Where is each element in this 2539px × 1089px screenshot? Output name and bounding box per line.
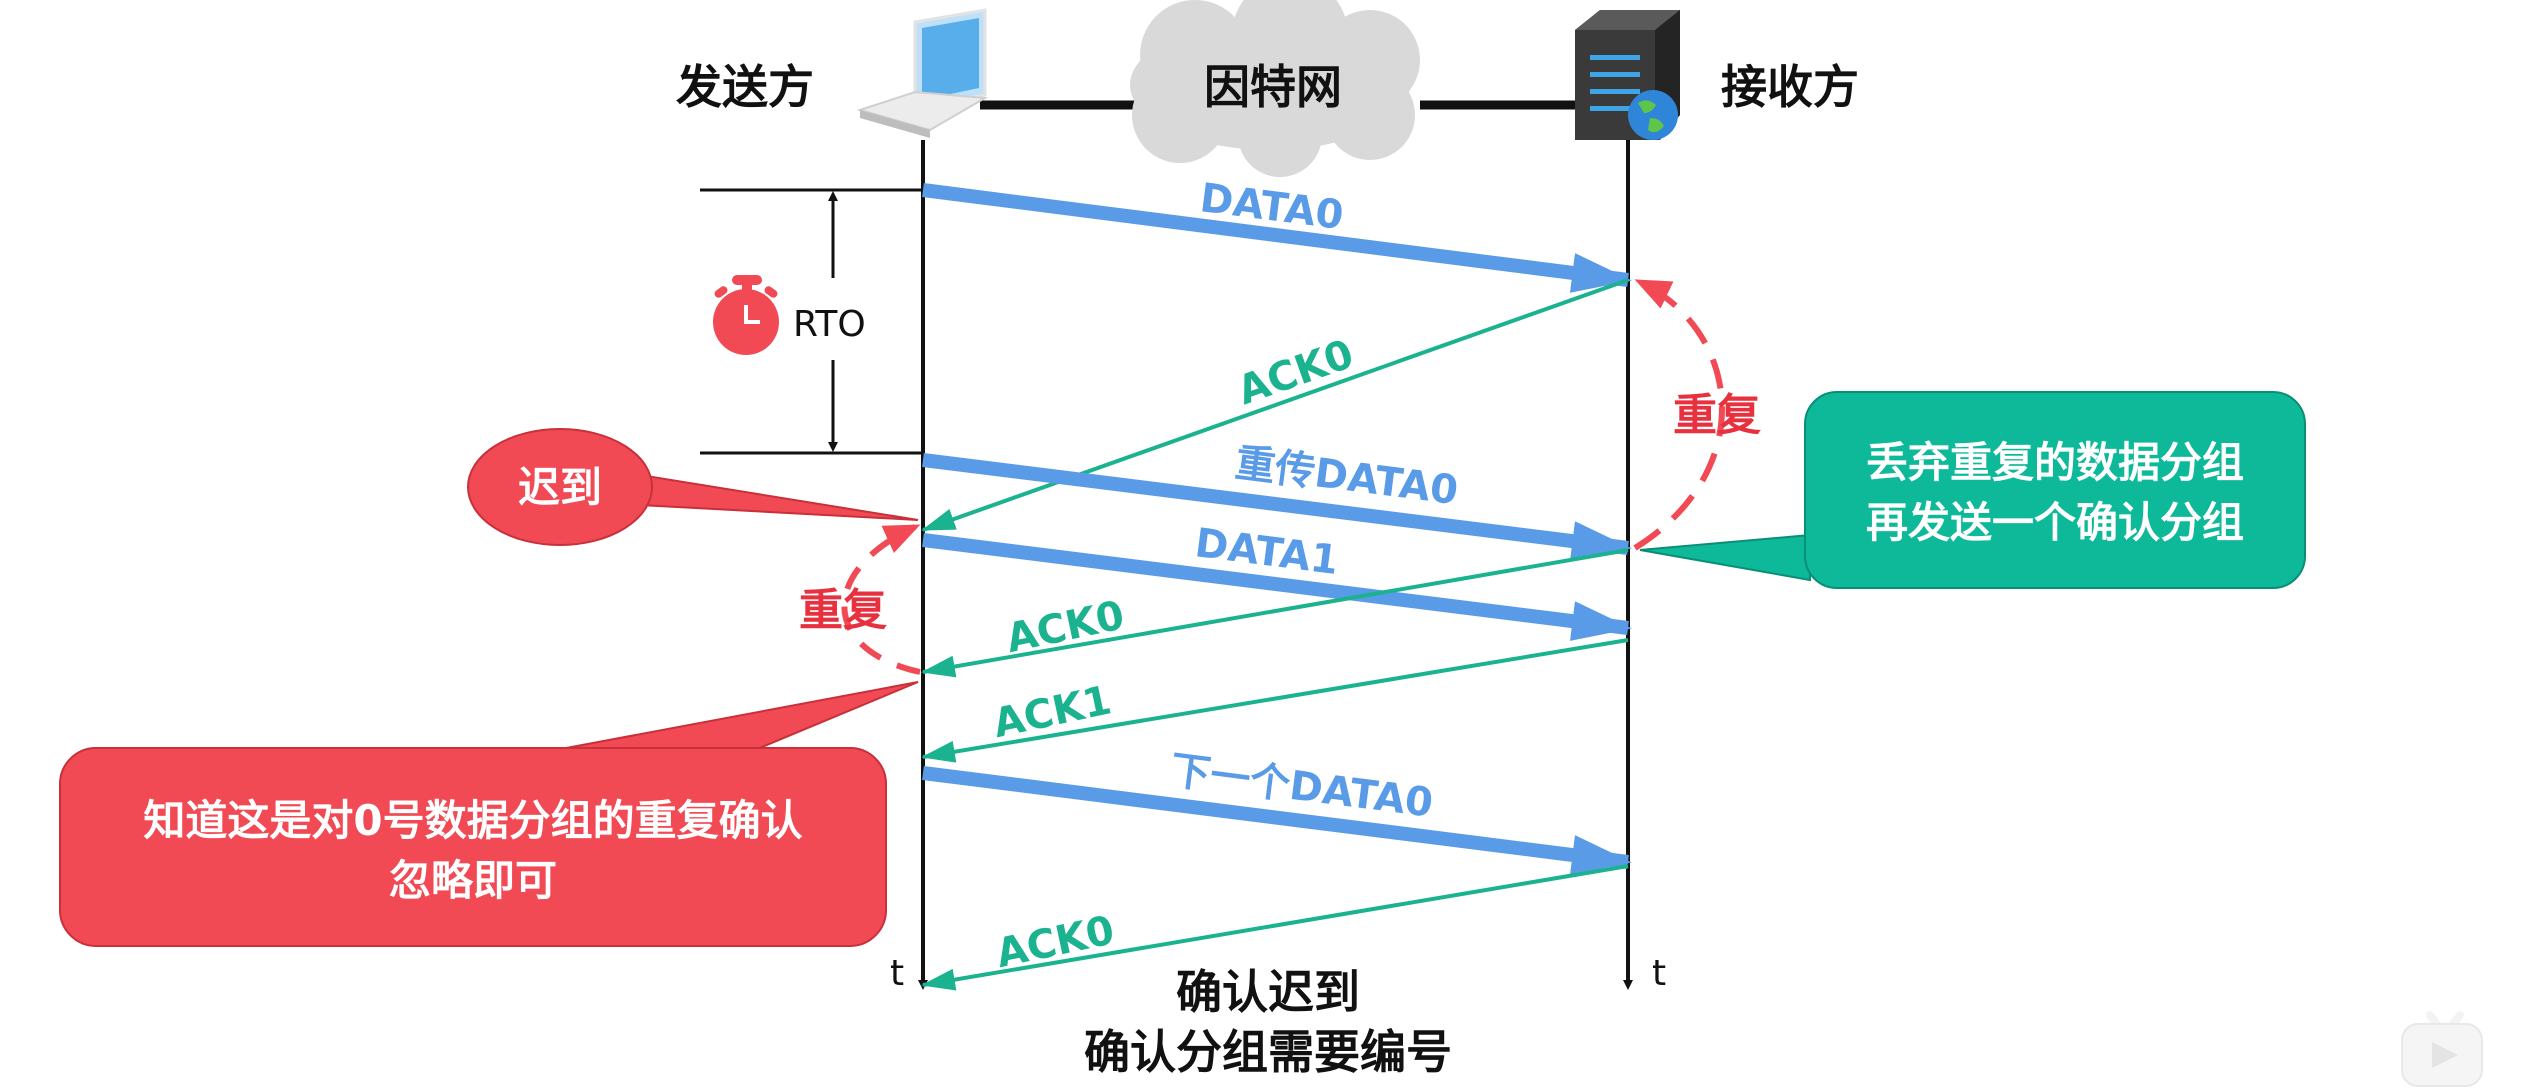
- sender-callout: 知道这是对0号数据分组的重复确认 忽略即可: [59, 681, 919, 947]
- message-data1: [922, 533, 1632, 641]
- rto-bracket: RTO: [700, 188, 923, 455]
- receiver-callout: 丢弃重复的数据分组 再发送一个确认分组: [1639, 391, 2306, 589]
- message-retransmit-data0: [922, 453, 1632, 561]
- rto-label: RTO: [793, 304, 866, 345]
- sender-callout-line-1: 知道这是对0号数据分组的重复确认: [143, 796, 802, 845]
- network-label: 因特网: [1204, 60, 1342, 114]
- message-label-ack0-late: ACK0: [1232, 331, 1360, 414]
- message-ack0-final: [921, 864, 1629, 991]
- message-ack0-late: [921, 278, 1629, 532]
- receiver-time-label: t: [1652, 953, 1666, 994]
- stopwatch-icon: [713, 275, 779, 355]
- laptop-icon: [856, 8, 989, 138]
- receiver-callout-line-2: 再发送一个确认分组: [1866, 498, 2244, 547]
- late-callout-text: 迟到: [518, 463, 602, 512]
- message-label-ack0-duplicate: ACK0: [1002, 592, 1128, 662]
- cloud-icon: [1130, 0, 1420, 177]
- server-icon: [1575, 10, 1680, 140]
- message-data0: [922, 183, 1632, 293]
- message-ack0-duplicate: [921, 548, 1629, 678]
- message-next-data0: [922, 766, 1632, 875]
- message-ack1: [921, 638, 1629, 763]
- bilibili-tv-icon: [2401, 1011, 2483, 1087]
- message-label-ack0-final: ACK0: [992, 907, 1118, 977]
- sender-label: 发送方: [676, 60, 814, 114]
- duplicate-label-receiver: 重复: [1673, 390, 1761, 441]
- caption-line-2: 确认分组需要编号: [1084, 1025, 1452, 1079]
- duplicate-label-sender: 重复: [799, 585, 887, 636]
- receiver-label: 接收方: [1721, 60, 1859, 114]
- duplicate-arc-sender: [841, 524, 921, 675]
- topology-header: 因特网 发送方 接收方: [676, 0, 1859, 177]
- duplicate-arc-receiver: [1633, 279, 1725, 551]
- receiver-callout-line-1: 丢弃重复的数据分组: [1866, 438, 2244, 487]
- late-callout: 迟到: [467, 428, 919, 546]
- caption-line-1: 确认迟到: [1176, 965, 1360, 1019]
- sender-callout-line-2: 忽略即可: [389, 856, 557, 905]
- sender-time-label: t: [890, 953, 904, 994]
